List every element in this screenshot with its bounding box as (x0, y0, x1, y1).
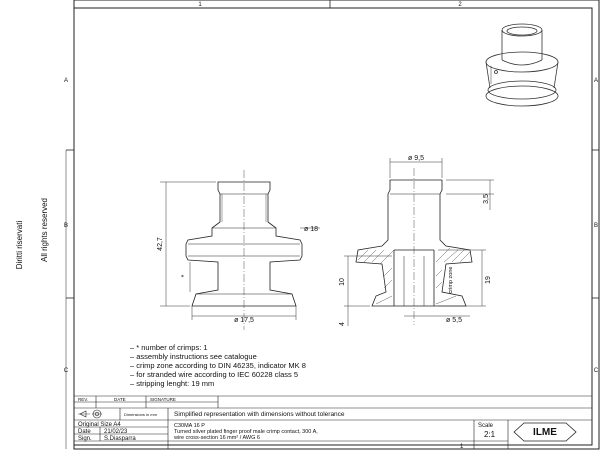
zone-row-a-right: A (594, 78, 598, 84)
notes-block: – * number of crimps: 1 – assembly instr… (130, 343, 306, 388)
dim-4: 4 (339, 322, 346, 326)
section-hatch (357, 247, 471, 305)
title-block-text: REV. DATE SIGNATURE (78, 397, 176, 402)
dim-dia-9-5: ø 9,5 (408, 155, 424, 162)
projection-symbol-icon (78, 409, 102, 419)
scale-label: Scale (478, 423, 494, 429)
sheet-number: 1 (460, 444, 464, 450)
drawing-description: Simplified representation with dimension… (174, 411, 345, 418)
date-value: 21/02/23 (104, 429, 128, 435)
note-line: – crimp zone according to DIN 46235, ind… (130, 361, 306, 370)
original-size: Original Size A4 (78, 422, 121, 428)
zone-labels: 1 2 A B C A B C (64, 2, 599, 374)
dim-19: 19 (485, 276, 492, 284)
date-header: DATE (114, 397, 126, 402)
rights-line2: Diritti riservati (15, 221, 24, 270)
part-description-1: Turned silver plated finger proof male c… (174, 429, 318, 435)
crimp-zone-label: crimp zone (448, 267, 454, 294)
date-label: Date (78, 429, 91, 435)
part-description-2: wire cross-section 16 mm² / AWG 6 (173, 435, 260, 441)
rights-line1: All rights reserved (40, 198, 49, 262)
title-block (74, 395, 592, 449)
scale-value: 2:1 (484, 430, 496, 439)
dim-10: 10 (339, 278, 346, 286)
section-view (355, 168, 473, 325)
dim-42-7: 42,7 (157, 237, 164, 251)
rev-header: REV. (78, 397, 88, 402)
sheet-frame (65, 0, 600, 450)
side-view-dimensions (160, 181, 320, 320)
rights-notice: All rights reserved Diritti riservati (15, 198, 49, 269)
zone-col1: 1 (198, 2, 202, 8)
sign-label: Sign. (78, 436, 92, 442)
note-line: – assembly instructions see catalogue (130, 352, 257, 361)
dimensions-label: Dimensions in mm (124, 412, 158, 417)
section-view-dimensions (344, 158, 494, 326)
zone-row-b-right: B (594, 223, 598, 229)
sign-value: S.Diasparra (104, 436, 136, 442)
side-view (185, 170, 303, 330)
logo-text: ILME (533, 427, 557, 438)
zone-row-c-right: C (594, 368, 599, 374)
signature-header: SIGNATURE (150, 397, 176, 402)
part-code: C30MA 16 P (174, 423, 205, 429)
zone-row-c: C (64, 368, 69, 374)
dim-star: * (181, 274, 188, 277)
zone-row-a: A (64, 78, 68, 84)
note-line: – stripping lenght: 19 mm (130, 379, 214, 388)
isometric-view (485, 23, 559, 107)
zone-col2: 2 (458, 2, 462, 8)
ilme-logo: ILME (513, 422, 577, 442)
dim-dia-5-5: ø 5,5 (446, 317, 462, 324)
dim-dia-17-5: ø 17,5 (234, 317, 254, 324)
note-line: – for stranded wire according to IEC 602… (130, 370, 298, 379)
dim-dia-18: ø 18 (304, 226, 318, 233)
dim-3-5: 3,5 (483, 194, 490, 204)
zone-row-b: B (64, 223, 68, 229)
note-line: – * number of crimps: 1 (130, 343, 208, 352)
